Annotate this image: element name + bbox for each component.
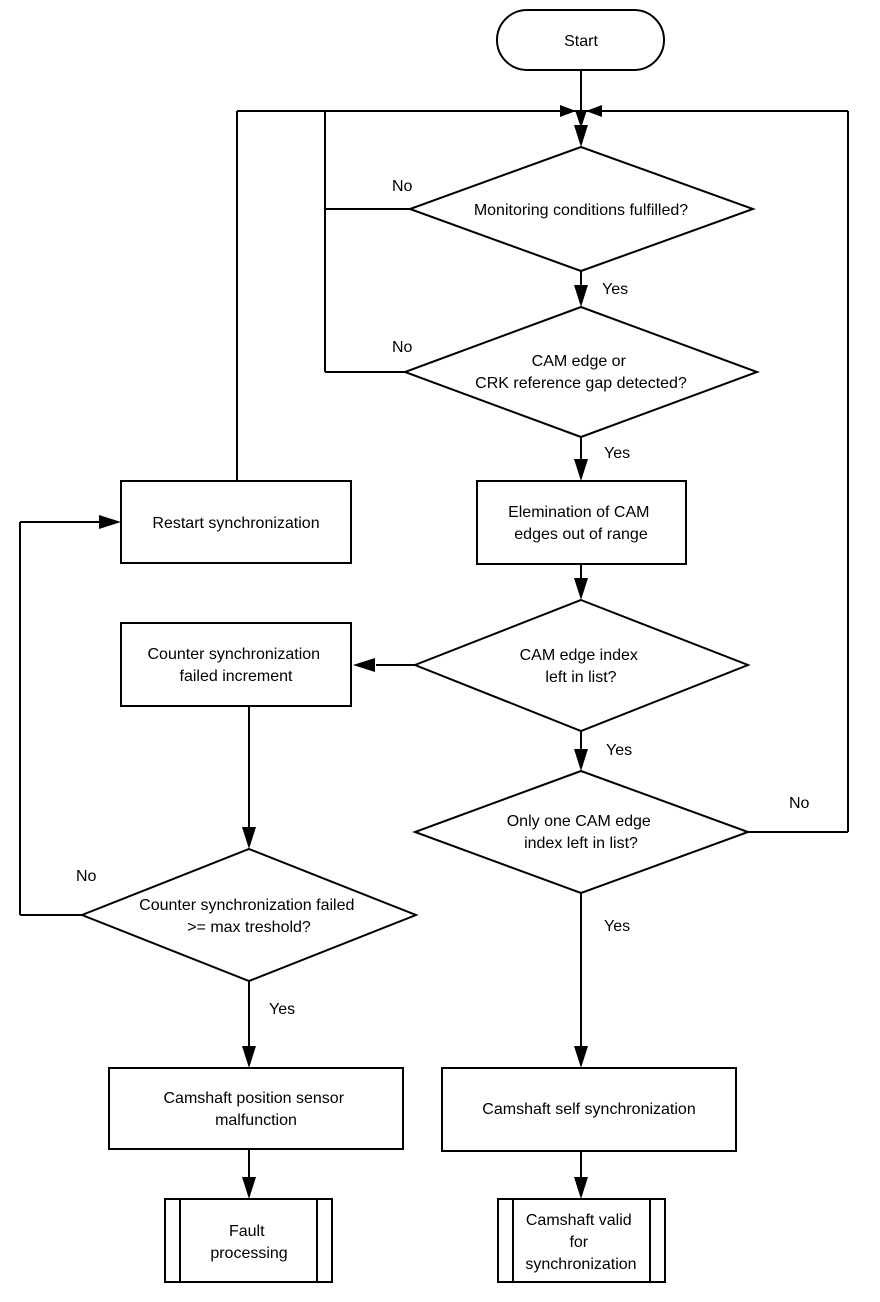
monitoring-decision-diamond	[407, 145, 756, 273]
index-left-yes-label: Yes	[606, 742, 632, 759]
only-one-label-line-2: index left in list?	[524, 835, 638, 852]
index-left-decision-label: CAM edge index left in list?	[520, 647, 643, 686]
shapes	[79, 9, 760, 1283]
valid-sync-label-line-1: Camshaft valid	[526, 1212, 632, 1229]
elimination-box	[476, 480, 687, 565]
arrowhead-into-malfunction	[242, 1046, 256, 1068]
restart-sync-box	[120, 480, 352, 564]
arrowhead-into-only-one	[574, 749, 588, 771]
index-left-label-line-1: CAM edge index	[520, 647, 638, 664]
threshold-label-line-1: Counter synchronization failed	[139, 897, 354, 914]
threshold-decision-label: Counter synchronization failed >= max tr…	[139, 897, 359, 936]
monitoring-yes-label: Yes	[602, 281, 628, 298]
arrowhead-into-counter	[353, 658, 375, 672]
restart-sync-label: Restart synchronization	[152, 515, 319, 532]
arrowhead-into-self-sync	[574, 1046, 588, 1068]
cam-crk-label-line-2: CRK reference gap detected?	[475, 375, 687, 392]
counter-increment-box	[120, 622, 352, 707]
monitoring-no-label: No	[392, 178, 413, 195]
cam-crk-yes-label: Yes	[604, 445, 630, 462]
counter-increment-label-line-2: failed increment	[180, 668, 294, 685]
cam-crk-label-line-1: CAM edge or	[532, 353, 627, 370]
fault-processing-subprocess	[164, 1198, 333, 1283]
only-one-label-line-1: Only one CAM edge	[507, 813, 651, 830]
arrowhead-into-index-left	[574, 578, 588, 600]
threshold-yes-label: Yes	[269, 1001, 295, 1018]
valid-sync-subprocess	[497, 1198, 666, 1283]
arrowhead-into-restart	[99, 515, 121, 529]
connectors	[19, 70, 849, 1180]
arrowheads	[99, 105, 602, 1199]
only-one-decision-label: Only one CAM edge index left in list?	[507, 813, 656, 852]
monitoring-decision-label-line: Monitoring conditions fulfilled?	[474, 202, 688, 219]
arrowhead-into-monitoring	[574, 125, 588, 147]
fault-processing-label: Fault processing	[210, 1223, 287, 1262]
only-one-yes-label: Yes	[604, 918, 630, 935]
monitoring-decision-label: Monitoring conditions fulfilled?	[474, 202, 688, 219]
restart-sync-label-line: Restart synchronization	[152, 515, 319, 532]
start-label-line: Start	[564, 33, 598, 50]
arrowhead-loop-left	[560, 105, 576, 117]
arrowhead-into-elimination	[574, 459, 588, 481]
only-one-no-label: No	[789, 795, 810, 812]
index-left-label-line-2: left in list?	[545, 669, 616, 686]
threshold-decision-diamond	[79, 847, 419, 983]
cam-crk-decision-diamond	[402, 305, 760, 439]
valid-sync-label-line-3: synchronization	[525, 1256, 636, 1273]
arrowhead-into-fault	[242, 1177, 256, 1199]
threshold-label-line-2: >= max treshold?	[187, 919, 311, 936]
only-one-decision-diamond	[412, 769, 751, 895]
start-label: Start	[564, 33, 598, 50]
self-sync-label: Camshaft self synchronization	[482, 1101, 695, 1118]
arrowhead-into-threshold	[242, 827, 256, 849]
counter-increment-label: Counter synchronization failed increment	[148, 646, 325, 685]
threshold-no-label: No	[76, 868, 97, 885]
start-terminal	[496, 9, 665, 71]
elimination-label-line-1: Elemination of CAM	[508, 504, 649, 521]
arrowhead-start-loop	[575, 110, 587, 128]
sensor-malfunction-box	[108, 1067, 404, 1150]
elimination-label: Elemination of CAM edges out of range	[508, 504, 654, 543]
self-sync-label-line: Camshaft self synchronization	[482, 1101, 695, 1118]
cam-crk-decision-label: CAM edge or CRK reference gap detected?	[475, 353, 687, 392]
sensor-malfunction-label-line-2: malfunction	[215, 1112, 297, 1129]
fault-processing-label-line-2: processing	[210, 1245, 287, 1262]
arrowhead-into-valid-sync	[574, 1177, 588, 1199]
self-sync-box	[441, 1067, 737, 1152]
arrowhead-into-cam-crk	[574, 285, 588, 307]
cam-crk-no-label: No	[392, 339, 413, 356]
counter-increment-label-line-1: Counter synchronization	[148, 646, 321, 663]
node-labels: Start Monitoring conditions fulfilled? C…	[139, 33, 696, 1273]
fault-processing-label-line-1: Fault	[229, 1223, 265, 1240]
sensor-malfunction-label: Camshaft position sensor malfunction	[164, 1090, 349, 1129]
valid-sync-label-line-2: for	[569, 1234, 588, 1251]
elimination-label-line-2: edges out of range	[514, 526, 648, 543]
sensor-malfunction-label-line-1: Camshaft position sensor	[164, 1090, 345, 1107]
edge-labels: No Yes No Yes Yes No Yes No Yes	[76, 178, 810, 1018]
valid-sync-label: Camshaft valid for synchronization	[525, 1212, 636, 1273]
arrowhead-loop-right	[586, 105, 602, 117]
index-left-decision-diamond	[412, 598, 751, 733]
